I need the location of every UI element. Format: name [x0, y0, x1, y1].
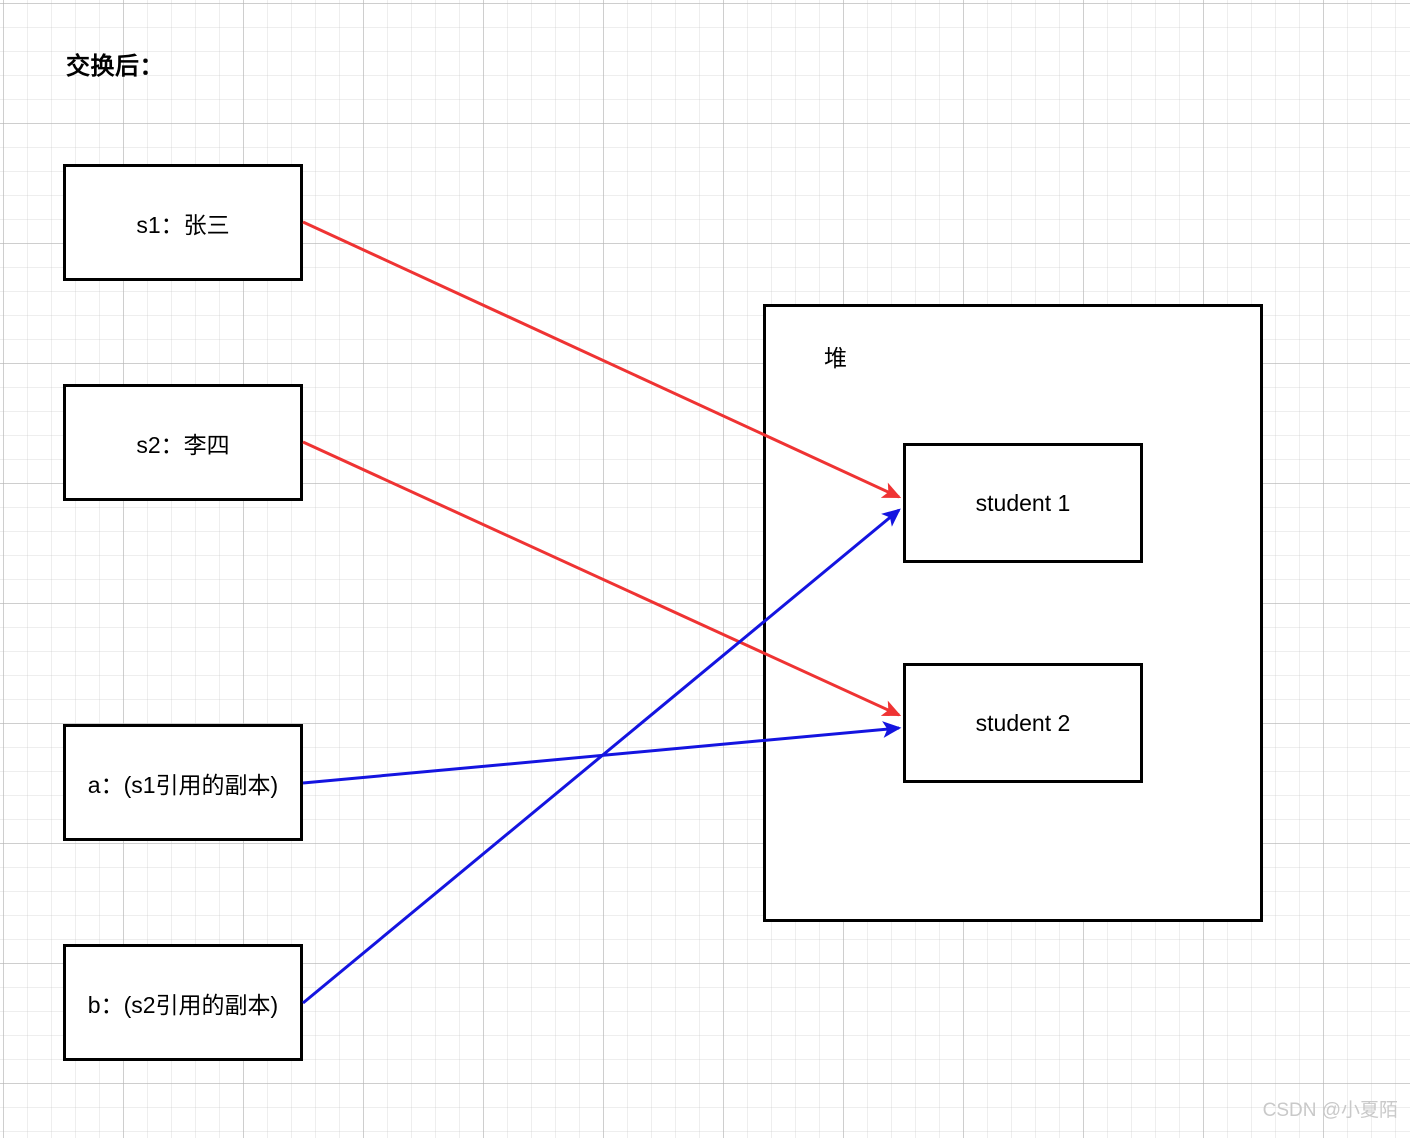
- heap-container: 堆: [763, 304, 1263, 922]
- watermark: CSDN @小夏陌: [1262, 1100, 1398, 1121]
- stack-node-b-label: b：(s2引用的副本): [87, 991, 279, 1018]
- page-title: 交换后：: [66, 53, 164, 80]
- stack-node-s2-label: s2：李四: [136, 431, 230, 458]
- stack-node-s1-label: s1：张三: [136, 211, 230, 238]
- stack-node-a[interactable]: a：(s1引用的副本): [63, 724, 303, 841]
- heap-label: 堆: [824, 345, 847, 371]
- stack-node-a-label: a：(s1引用的副本): [87, 771, 279, 798]
- stack-node-s1[interactable]: s1：张三: [63, 164, 303, 281]
- stack-node-s2[interactable]: s2：李四: [63, 384, 303, 501]
- heap-object-student2-label: student 2: [975, 709, 1071, 736]
- stack-node-b[interactable]: b：(s2引用的副本): [63, 944, 303, 1061]
- heap-object-student1[interactable]: student 1: [903, 443, 1143, 563]
- heap-object-student2[interactable]: student 2: [903, 663, 1143, 783]
- heap-object-student1-label: student 1: [975, 489, 1071, 516]
